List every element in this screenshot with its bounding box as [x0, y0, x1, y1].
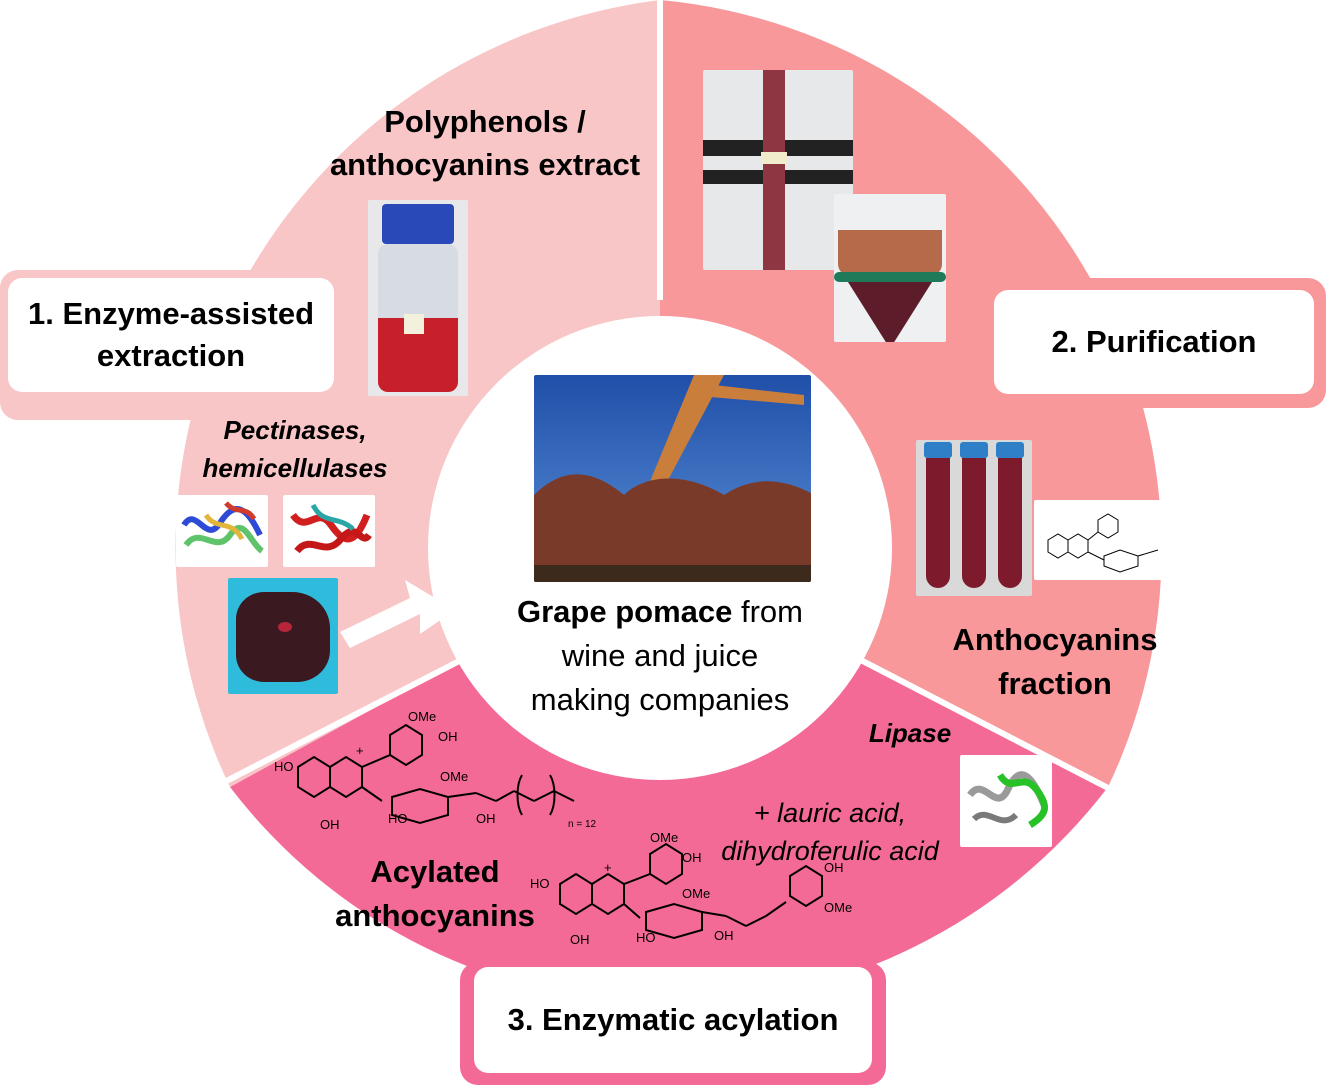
- chem-ho: HO: [636, 930, 656, 945]
- center-title-rest: from: [732, 594, 803, 629]
- chem-n-label: n = 12: [568, 819, 597, 830]
- lipase-structure-icon: [960, 755, 1052, 847]
- chem-ho: HO: [530, 876, 550, 891]
- step1-product-line1: Polyphenols /: [384, 104, 586, 139]
- step3-product: Acylated anthocyanins: [310, 850, 560, 938]
- step2-label: 2. Purification: [1051, 324, 1257, 360]
- chem-oh: OH: [714, 928, 734, 943]
- step3-product-line2: anthocyanins: [335, 898, 535, 934]
- step2-product: Anthocyanins fraction: [930, 618, 1180, 706]
- chem-ome: OMe: [408, 709, 436, 724]
- tubes-photo-icon: [916, 440, 1032, 596]
- step2-product-line2: fraction: [998, 666, 1112, 702]
- step2-label-box: 2. Purification: [994, 290, 1314, 394]
- step1-enzymes-line2: hemicellulases: [202, 452, 388, 483]
- chem-oh: OH: [824, 860, 844, 875]
- step1-label-line2: extraction: [96, 338, 246, 373]
- molecule-icon: [1034, 500, 1178, 580]
- step2-product-line1: Anthocyanins: [952, 622, 1158, 657]
- pomace-pile-photo-icon: [534, 375, 811, 582]
- step1-label-box: 1. Enzyme-assisted extraction: [8, 278, 334, 392]
- step3-enzyme: Lipase: [868, 718, 952, 748]
- arrow-icon: [340, 580, 455, 648]
- step1-label-line1: 1. Enzyme-assisted: [27, 296, 315, 332]
- step1-enzymes-line1: Pectinases,: [223, 415, 367, 445]
- chem-ho: HO: [274, 759, 294, 774]
- chem-oh: OH: [320, 817, 340, 832]
- step3-label: 3. Enzymatic acylation: [507, 1002, 839, 1038]
- chem-oh: OH: [476, 811, 496, 826]
- step3-reagent-line2: dihydroferulic acid: [721, 836, 939, 867]
- step1-product: Polyphenols / anthocyanins extract: [300, 100, 670, 187]
- step3-label-box: 3. Enzymatic acylation: [474, 967, 872, 1073]
- acylated-structure-1: OMe OH OMe HO OH + HO OH n = 12: [274, 709, 597, 832]
- chem-plus: +: [356, 743, 364, 758]
- chem-ome: OMe: [682, 886, 710, 901]
- chem-oh: OH: [682, 850, 702, 865]
- step3-reagent: + lauric acid, dihydroferulic acid: [700, 794, 960, 871]
- chem-ome: OMe: [440, 769, 468, 784]
- acylated-structure-2: OMe OH OMe HO OH + HO OH OH OMe: [530, 832, 852, 947]
- center-line3: making companies: [530, 682, 790, 718]
- column-photo-icon: [703, 70, 853, 270]
- center-text: Grape pomace from wine and juice making …: [480, 590, 840, 722]
- chem-plus: +: [604, 860, 612, 875]
- chem-ho: HO: [388, 811, 408, 826]
- funnel-photo-icon: [834, 194, 946, 342]
- chem-oh: OH: [438, 729, 458, 744]
- step1-product-line2: anthocyanins extract: [329, 147, 641, 183]
- chem-ome: OMe: [650, 832, 678, 845]
- enzyme-structure-icon: [176, 495, 268, 567]
- step1-enzymes: Pectinases, hemicellulases: [180, 412, 410, 487]
- center-line2: wine and juice: [561, 638, 759, 674]
- enzyme-structure-icon: [283, 495, 375, 567]
- step3-reagent-line1: + lauric acid,: [753, 798, 907, 828]
- chem-oh: OH: [570, 932, 590, 947]
- step3-product-line1: Acylated: [370, 854, 500, 889]
- chem-ome: OMe: [824, 900, 852, 915]
- center-title-bold: Grape pomace: [517, 594, 733, 629]
- bottle-photo-icon: [368, 200, 468, 396]
- pomace-photo-icon: [228, 578, 338, 694]
